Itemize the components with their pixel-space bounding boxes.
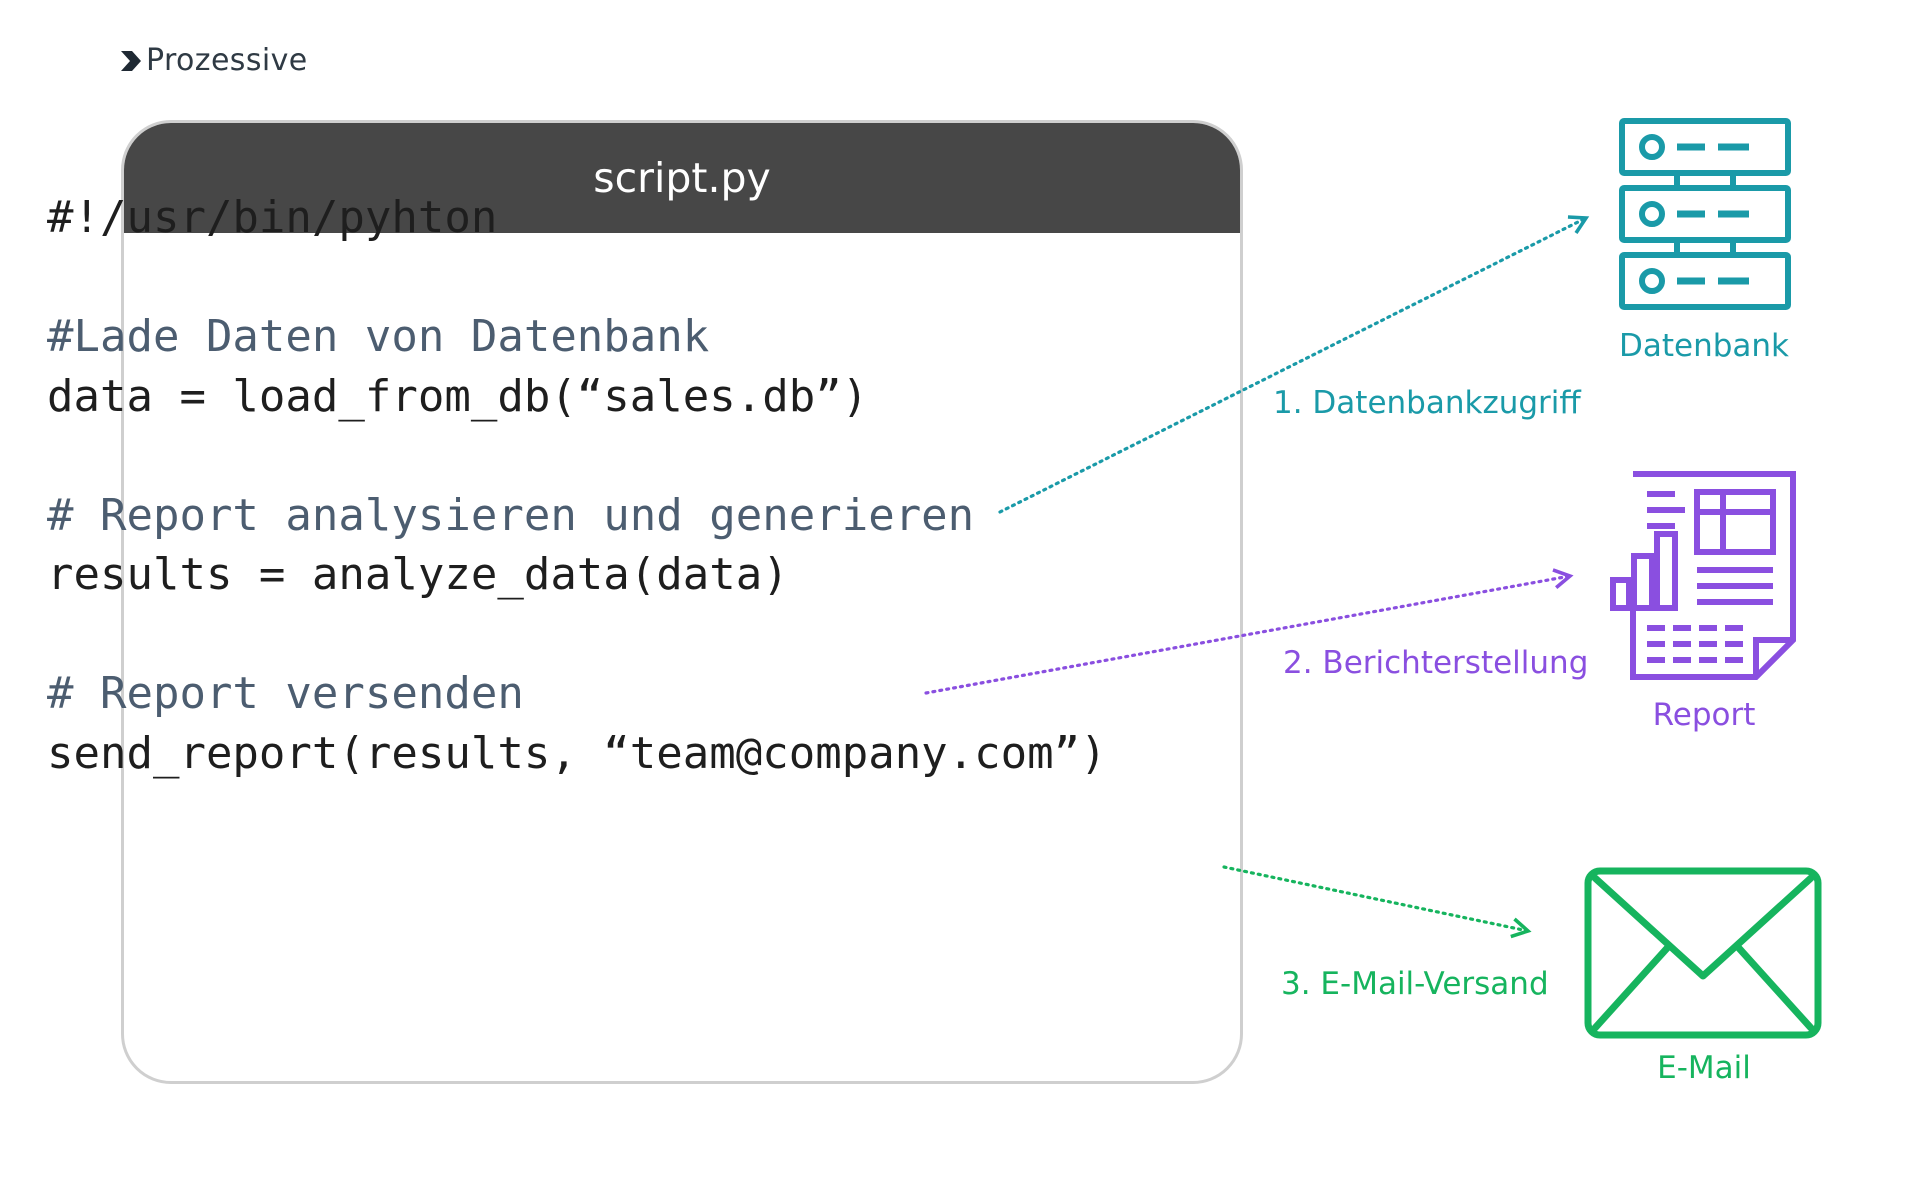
code-block: #!/usr/bin/pyhton #Lade Daten von Datenba… (47, 188, 1107, 783)
code-comment-line: #Lade Daten von Datenbank (47, 311, 710, 362)
arrow-db-access (998, 215, 1590, 514)
report-document-icon (1610, 471, 1796, 680)
arrow-email-send (1222, 865, 1532, 939)
envelope-icon (1584, 867, 1822, 1039)
brand-name: Prozessive (146, 43, 308, 78)
chevron-logo-icon (121, 50, 141, 71)
arrow-report-creation (924, 568, 1574, 695)
code-line: results = analyze_data(data) (47, 549, 789, 600)
email-label: E-Mail (1657, 1050, 1751, 1086)
step-label-2: 2. Berichterstellung (1283, 645, 1589, 681)
database-label: Datenbank (1618, 328, 1789, 364)
editor-filename: script.py (593, 154, 771, 202)
step-label-3: 3. E-Mail-Versand (1281, 966, 1549, 1002)
code-comment-line: # Report versenden (47, 668, 524, 719)
code-editor-window: script.py (121, 120, 1243, 1084)
step-label-1: 1. Datenbankzugriff (1273, 385, 1581, 421)
editor-title-bar: script.py (124, 123, 1240, 233)
code-line: #!/usr/bin/pyhton (47, 192, 498, 243)
code-comment-line: # Report analysieren und generieren (47, 489, 975, 541)
report-label: Report (1652, 697, 1756, 733)
code-line: data = load_from_db(“sales.db”) (47, 370, 869, 422)
brand-logo: Prozessive (119, 43, 308, 78)
code-line: send_report(results, “team@company.com”) (47, 727, 1107, 779)
server-rack-icon (1619, 118, 1791, 310)
